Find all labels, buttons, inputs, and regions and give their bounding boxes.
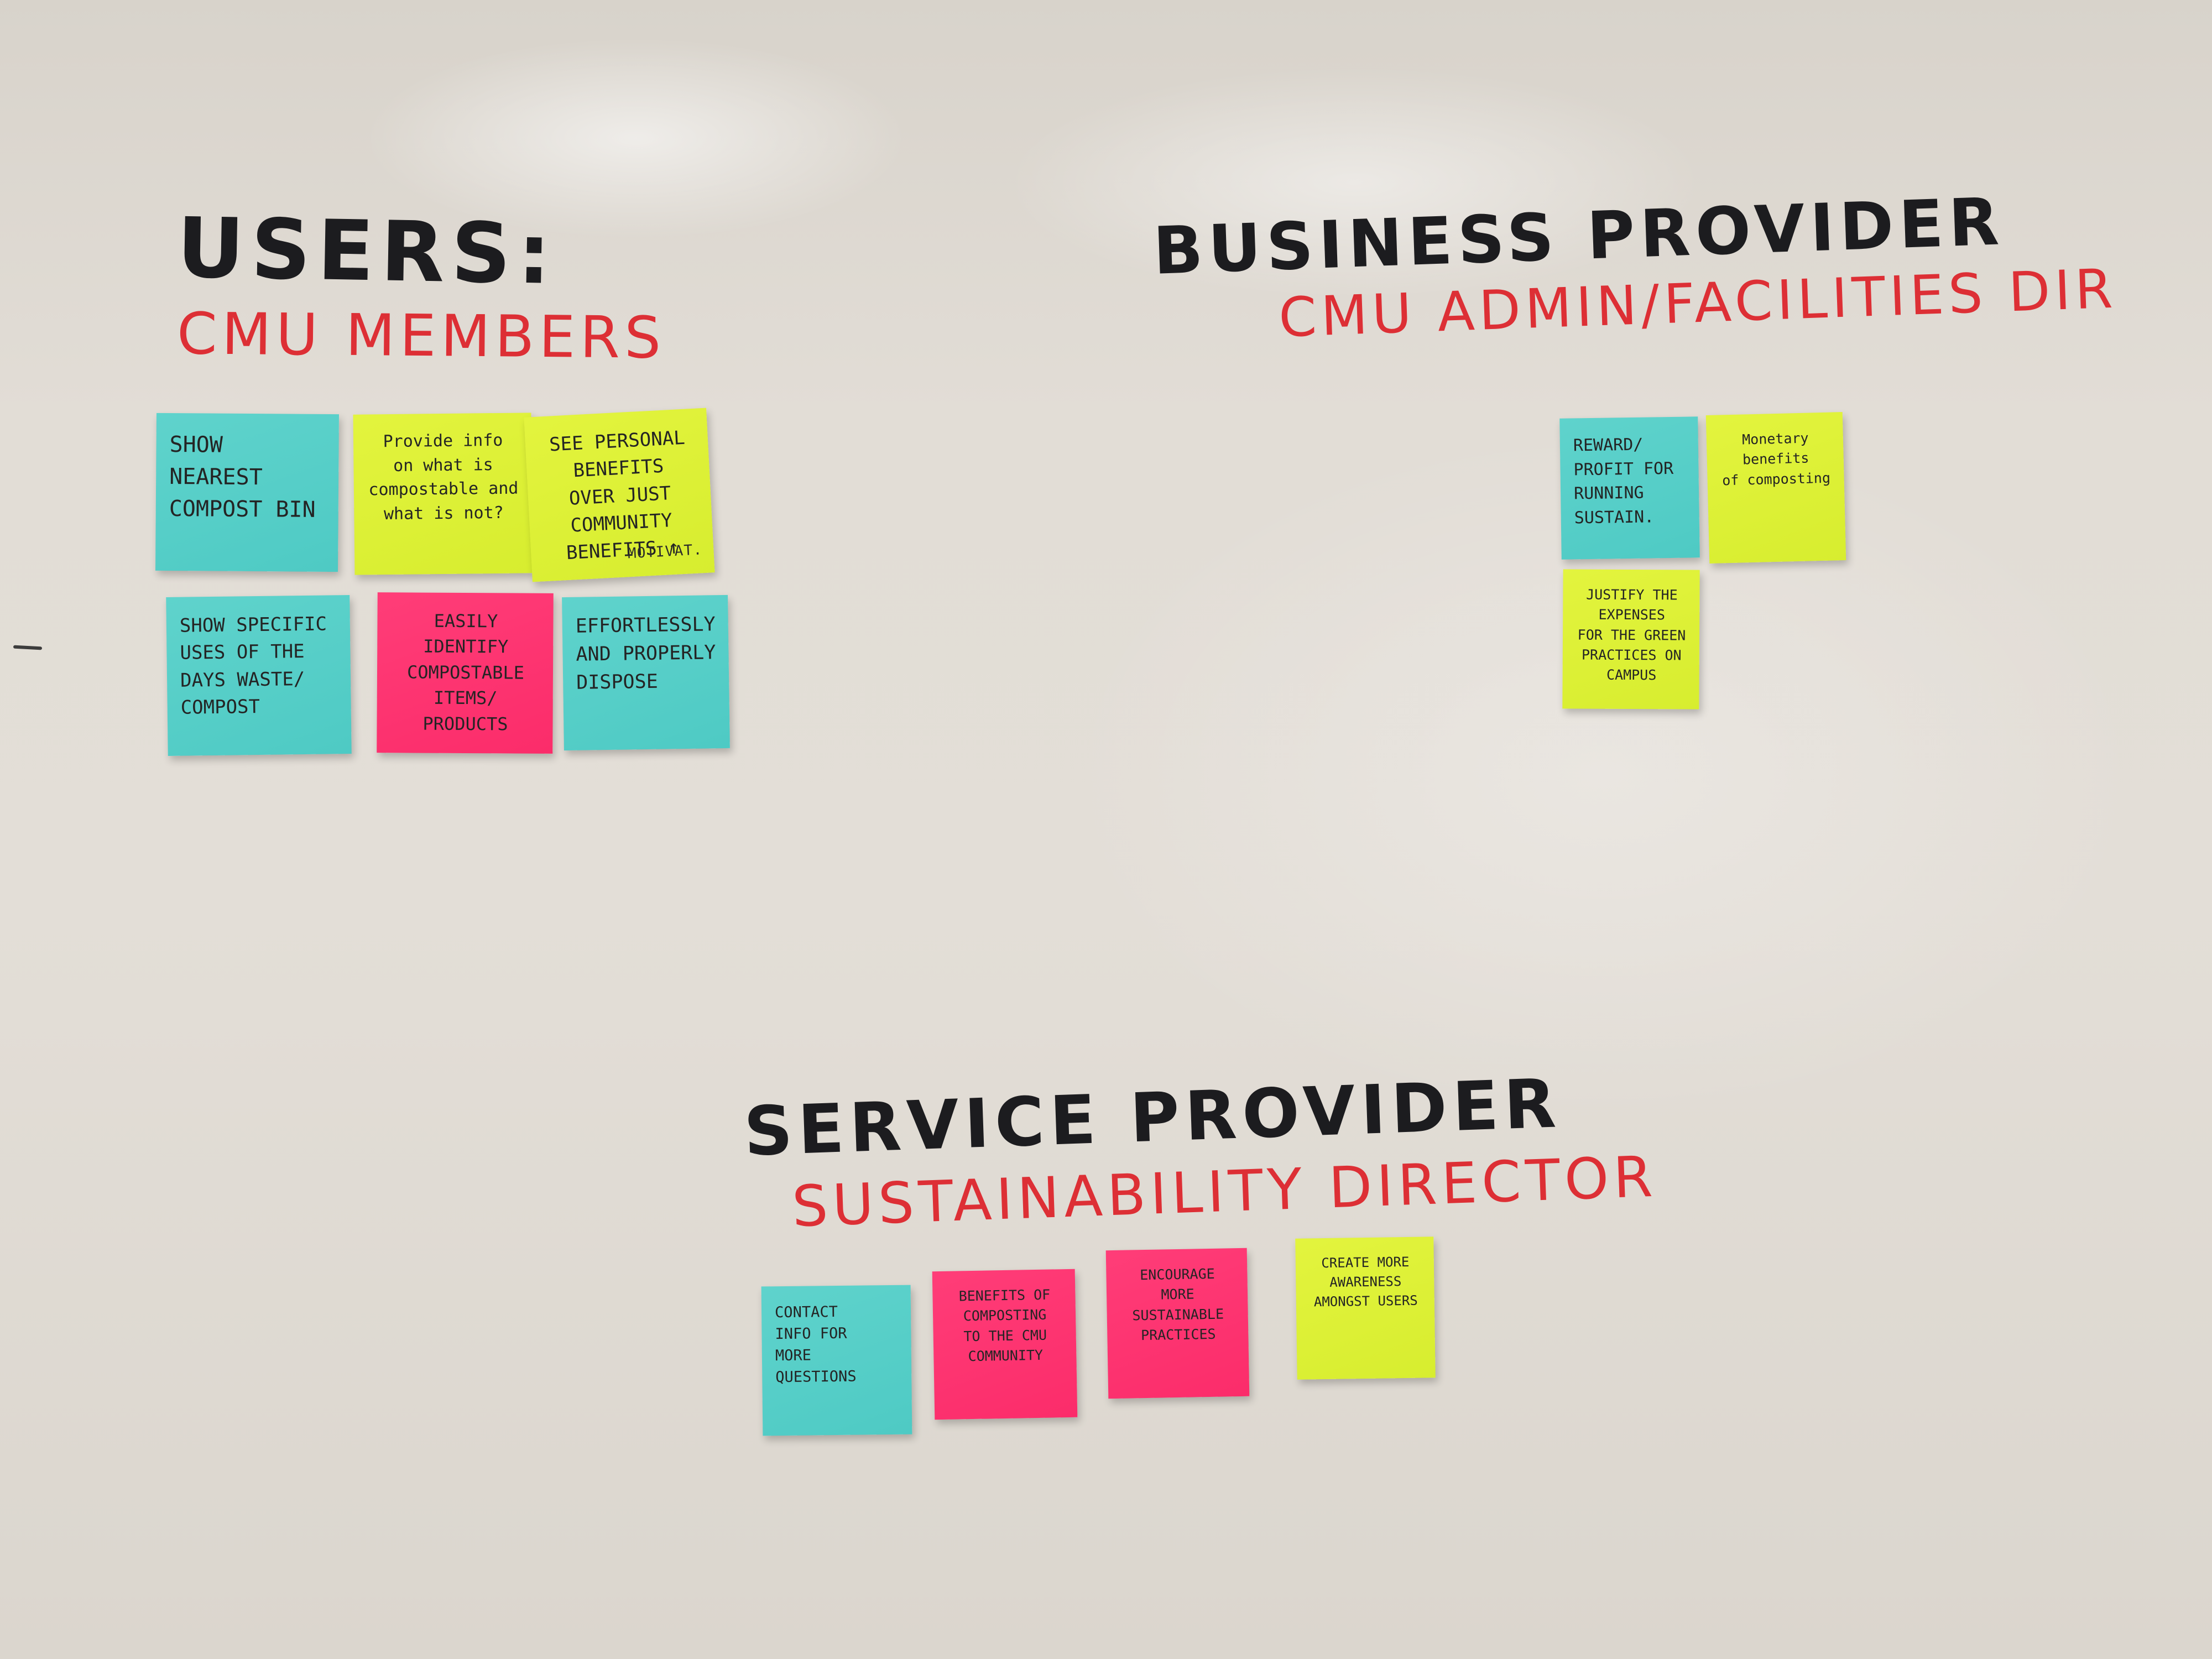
sticky-note: JUSTIFY THE EXPENSES FOR THE GREEN PRACT…	[1562, 569, 1700, 709]
sticky-note: CREATE MORE AWARENESS AMONGST USERS	[1295, 1237, 1436, 1380]
sticky-note: SEE PERSONAL BENEFITS OVER JUST COMMUNIT…	[524, 408, 715, 582]
note-text: Provide info on what is compostable and …	[368, 430, 519, 524]
note-text: JUSTIFY THE EXPENSES FOR THE GREEN PRACT…	[1577, 586, 1686, 684]
note-text: EFFORTLESSLY AND PROPERLY DISPOSE	[575, 613, 716, 694]
sticky-note: EFFORTLESSLY AND PROPERLY DISPOSE	[562, 594, 730, 751]
note-text: Monetary benefits of composting	[1721, 430, 1831, 488]
sticky-note: BENEFITS OF COMPOSTING TO THE CMU COMMUN…	[932, 1269, 1078, 1420]
sticky-note: ENCOURAGE MORE SUSTAINABLE PRACTICES	[1105, 1248, 1250, 1399]
users-subheading: CMU MEMBERS	[176, 300, 666, 372]
sticky-note: Monetary benefits of composting	[1705, 412, 1846, 564]
sticky-note: Provide info on what is compostable and …	[353, 413, 533, 575]
sticky-note: CONTACT INFO FOR MORE QUESTIONS	[761, 1285, 912, 1436]
sticky-note: SHOW SPECIFIC USES OF THE DAYS WASTE/ CO…	[166, 594, 352, 757]
sticky-note: REWARD/ PROFIT FOR RUNNING SUSTAIN.	[1559, 416, 1700, 560]
note-text: BENEFITS OF COMPOSTING TO THE CMU COMMUN…	[958, 1286, 1051, 1364]
note-tag: MOTIVAT.	[627, 541, 703, 562]
sticky-note: SHOW NEAREST COMPOST BIN	[155, 413, 339, 572]
users-heading: USERS:	[176, 200, 559, 303]
note-text: SHOW SPECIFIC USES OF THE DAYS WASTE/ CO…	[179, 613, 327, 719]
note-text: SHOW NEAREST COMPOST BIN	[169, 432, 316, 523]
note-text: CREATE MORE AWARENESS AMONGST USERS	[1313, 1254, 1418, 1310]
marker-smudge	[13, 645, 43, 650]
note-text: ENCOURAGE MORE SUSTAINABLE PRACTICES	[1132, 1265, 1224, 1343]
note-text: REWARD/ PROFIT FOR RUNNING SUSTAIN.	[1573, 435, 1674, 528]
note-text: CONTACT INFO FOR MORE QUESTIONS	[774, 1303, 857, 1386]
sticky-note: EASILY IDENTIFY COMPOSTABLE ITEMS/ PRODU…	[377, 592, 554, 754]
note-text: EASILY IDENTIFY COMPOSTABLE ITEMS/ PRODU…	[406, 610, 525, 734]
